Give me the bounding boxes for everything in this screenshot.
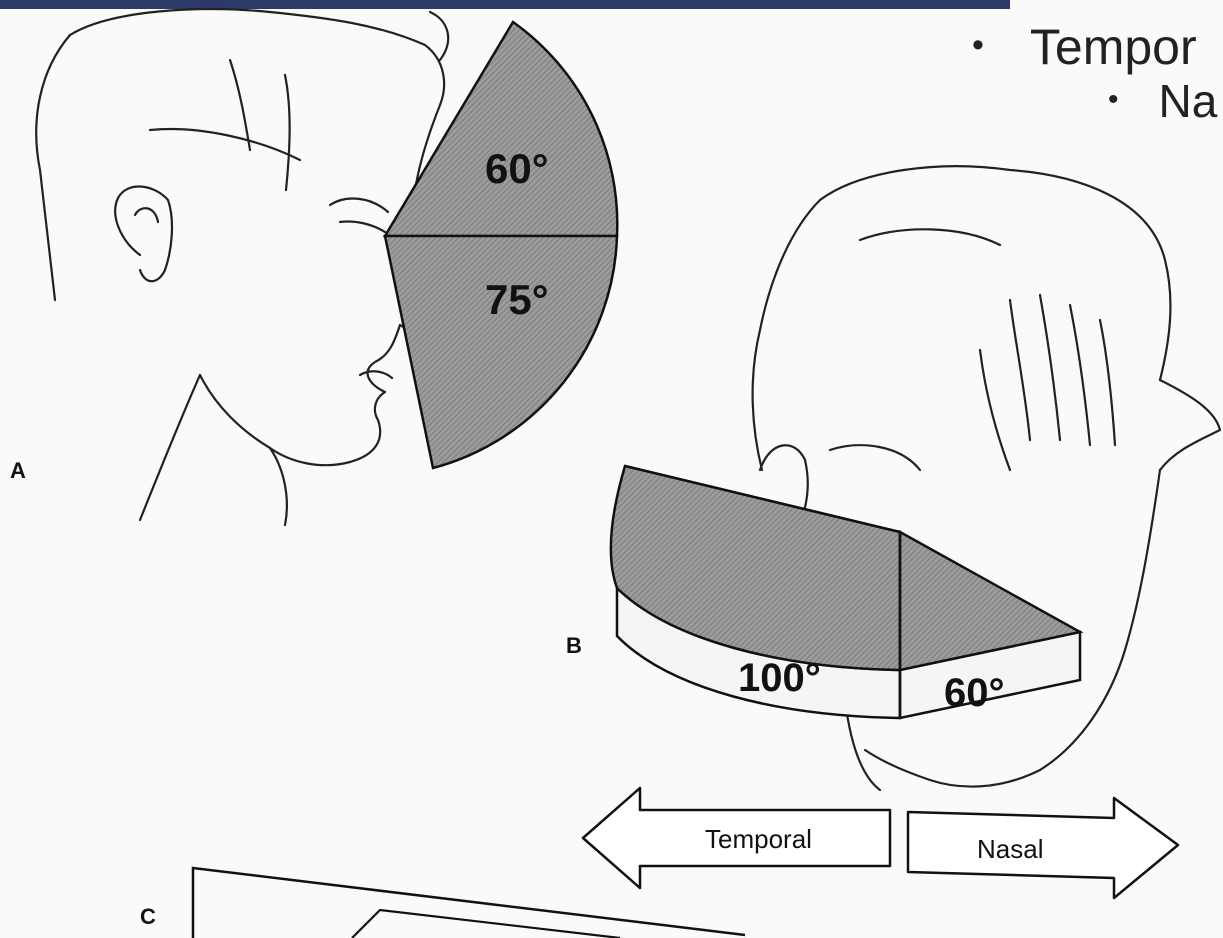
panel-b-label: B xyxy=(566,633,582,658)
panel-a: 60° 75° A xyxy=(10,9,617,525)
panel-c-label: C xyxy=(140,904,156,929)
upper-field-sector xyxy=(385,22,617,236)
nasal-angle-label: 60° xyxy=(944,671,1005,715)
temporal-arrow-label: Temporal xyxy=(705,824,812,854)
upper-angle-label: 60° xyxy=(485,145,549,192)
panel-c: C xyxy=(140,868,745,938)
vertical-field-sector xyxy=(385,22,617,468)
nasal-arrow-label: Nasal xyxy=(977,834,1043,864)
temporal-angle-label: 100° xyxy=(738,656,821,700)
panel-c-outline xyxy=(193,868,745,938)
lower-field-sector xyxy=(385,236,617,468)
direction-arrows: Temporal Nasal xyxy=(583,788,1178,898)
lower-angle-label: 75° xyxy=(485,276,549,323)
head-profile-illustration xyxy=(36,9,448,525)
panel-a-label: A xyxy=(10,458,26,483)
horizontal-field-sector xyxy=(611,466,1080,718)
panel-b: 100° 60° B xyxy=(566,166,1220,790)
